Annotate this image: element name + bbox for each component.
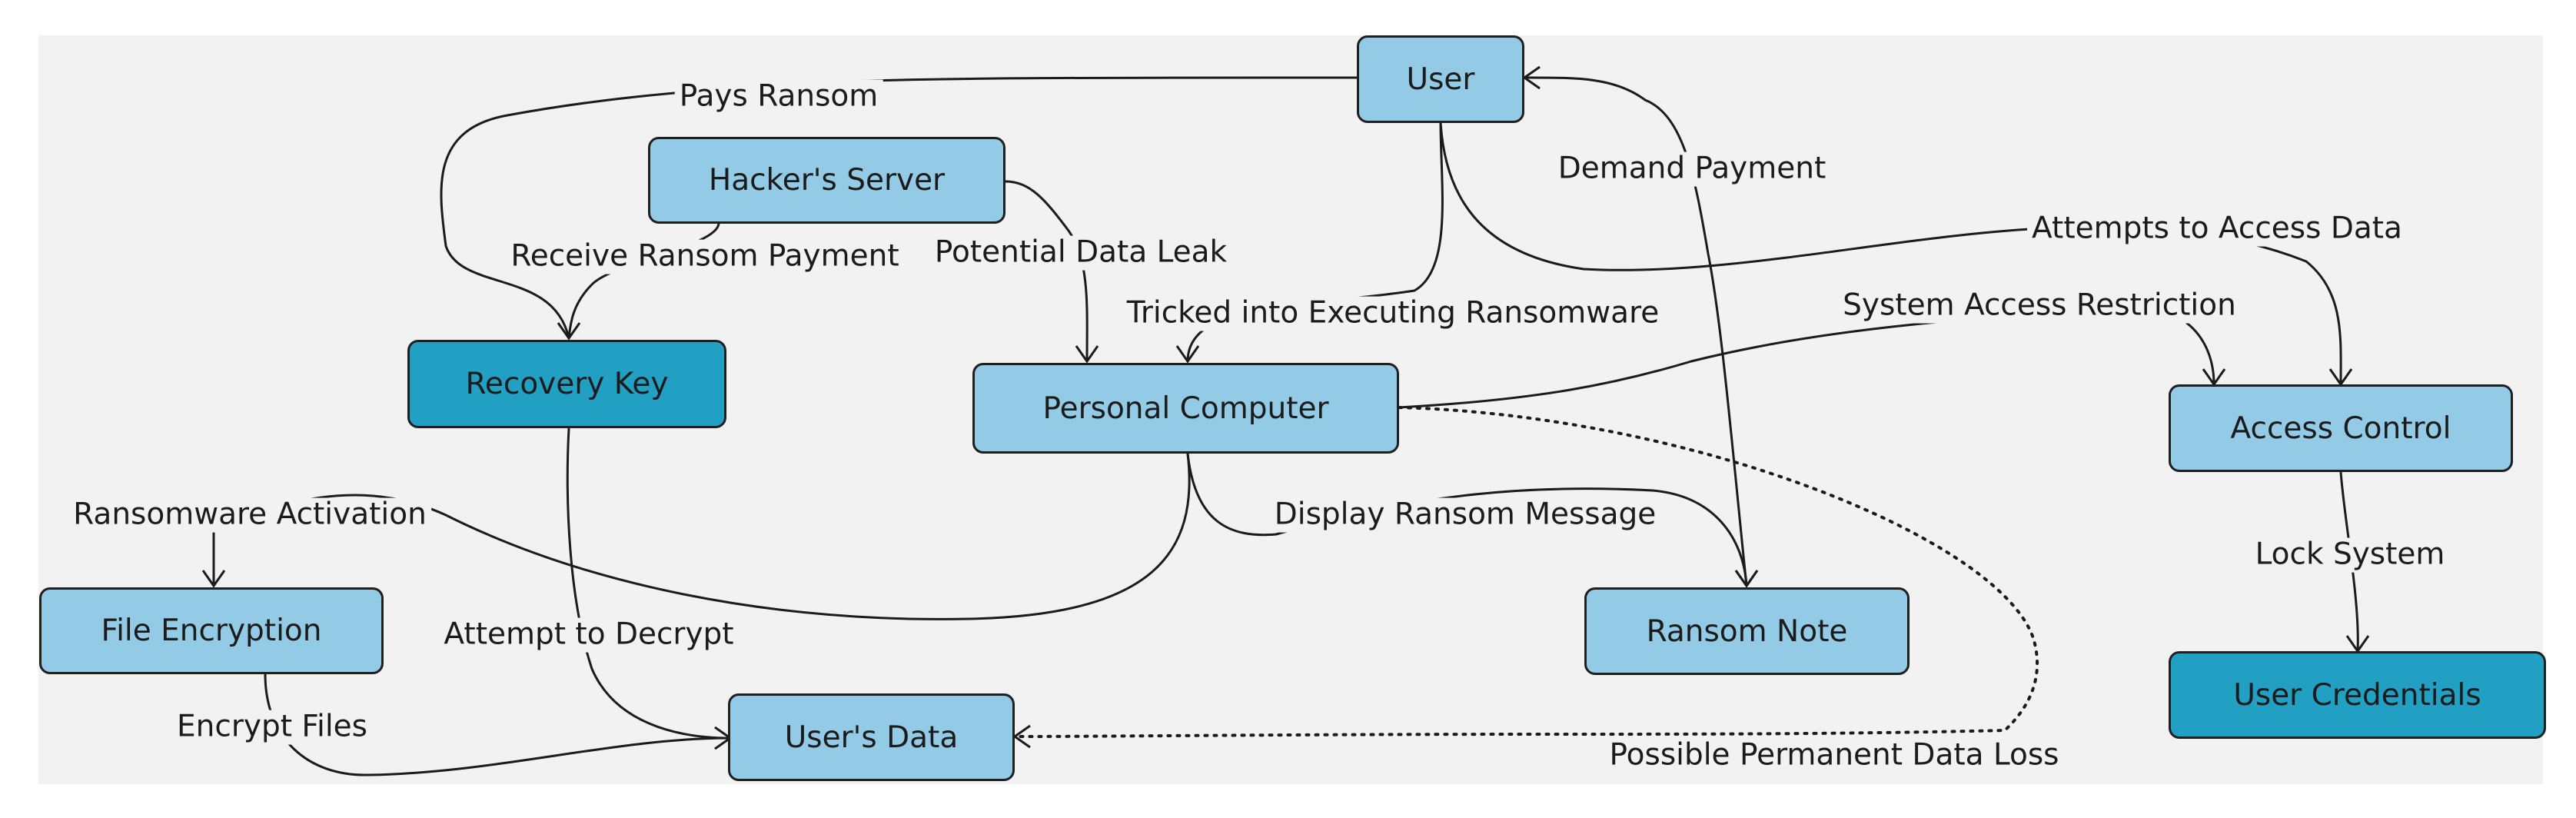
node-user[interactable]: User <box>1357 35 1524 123</box>
node-hackers-server[interactable]: Hacker's Server <box>648 137 1005 224</box>
edge-tricked-arrow <box>1175 345 1200 364</box>
node-access-control[interactable]: Access Control <box>2169 384 2513 472</box>
label-receive-ransom-payment: Receive Ransom Payment <box>506 239 904 274</box>
label-display-ransom-message: Display Ransom Message <box>1269 497 1661 533</box>
edge-potential-data-leak-arrow <box>1075 345 1099 364</box>
node-file-encryption[interactable]: File Encryption <box>39 587 384 674</box>
edge-potential-data-leak <box>1005 180 1089 362</box>
node-recovery-key[interactable]: Recovery Key <box>407 340 726 428</box>
edge-demand-payment <box>1524 76 1748 587</box>
edge-ransomware-activation-arrow <box>201 570 226 588</box>
label-attempt-to-decrypt: Attempt to Decrypt <box>439 617 739 653</box>
label-pays-ransom: Pays Ransom <box>674 79 883 115</box>
label-encrypt-files: Encrypt Files <box>172 710 372 745</box>
edge-possible-data-loss-arrow <box>1012 724 1031 749</box>
edge-attempts-access <box>1439 122 2342 385</box>
label-demand-payment: Demand Payment <box>1553 151 1831 187</box>
node-users-data[interactable]: User's Data <box>728 693 1015 781</box>
edge-display-ransom-arrow <box>1734 570 1759 588</box>
edge-attempt-decrypt <box>566 427 731 740</box>
node-ransom-note[interactable]: Ransom Note <box>1584 587 1910 675</box>
node-user-credentials[interactable]: User Credentials <box>2169 651 2546 739</box>
label-attempts-to-access-data: Attempts to Access Data <box>2027 211 2407 247</box>
label-potential-data-leak: Potential Data Leak <box>929 235 1232 271</box>
label-ransomware-activation: Ransomware Activation <box>68 497 431 533</box>
label-lock-system: Lock System <box>2250 537 2450 573</box>
edge-pays-ransom <box>440 76 1358 339</box>
label-system-access-restriction: System Access Restriction <box>1838 288 2241 324</box>
label-tricked-into-executing: Tricked into Executing Ransomware <box>1122 296 1664 331</box>
edge-display-ransom <box>1186 453 1748 587</box>
node-personal-computer[interactable]: Personal Computer <box>972 363 1399 454</box>
edge-demand-payment-arrow <box>1522 65 1541 90</box>
edge-possible-data-loss <box>1013 406 2039 738</box>
label-possible-permanent-data-loss: Possible Permanent Data Loss <box>1604 738 2064 773</box>
edge-receive-ransom-payment <box>567 222 720 339</box>
